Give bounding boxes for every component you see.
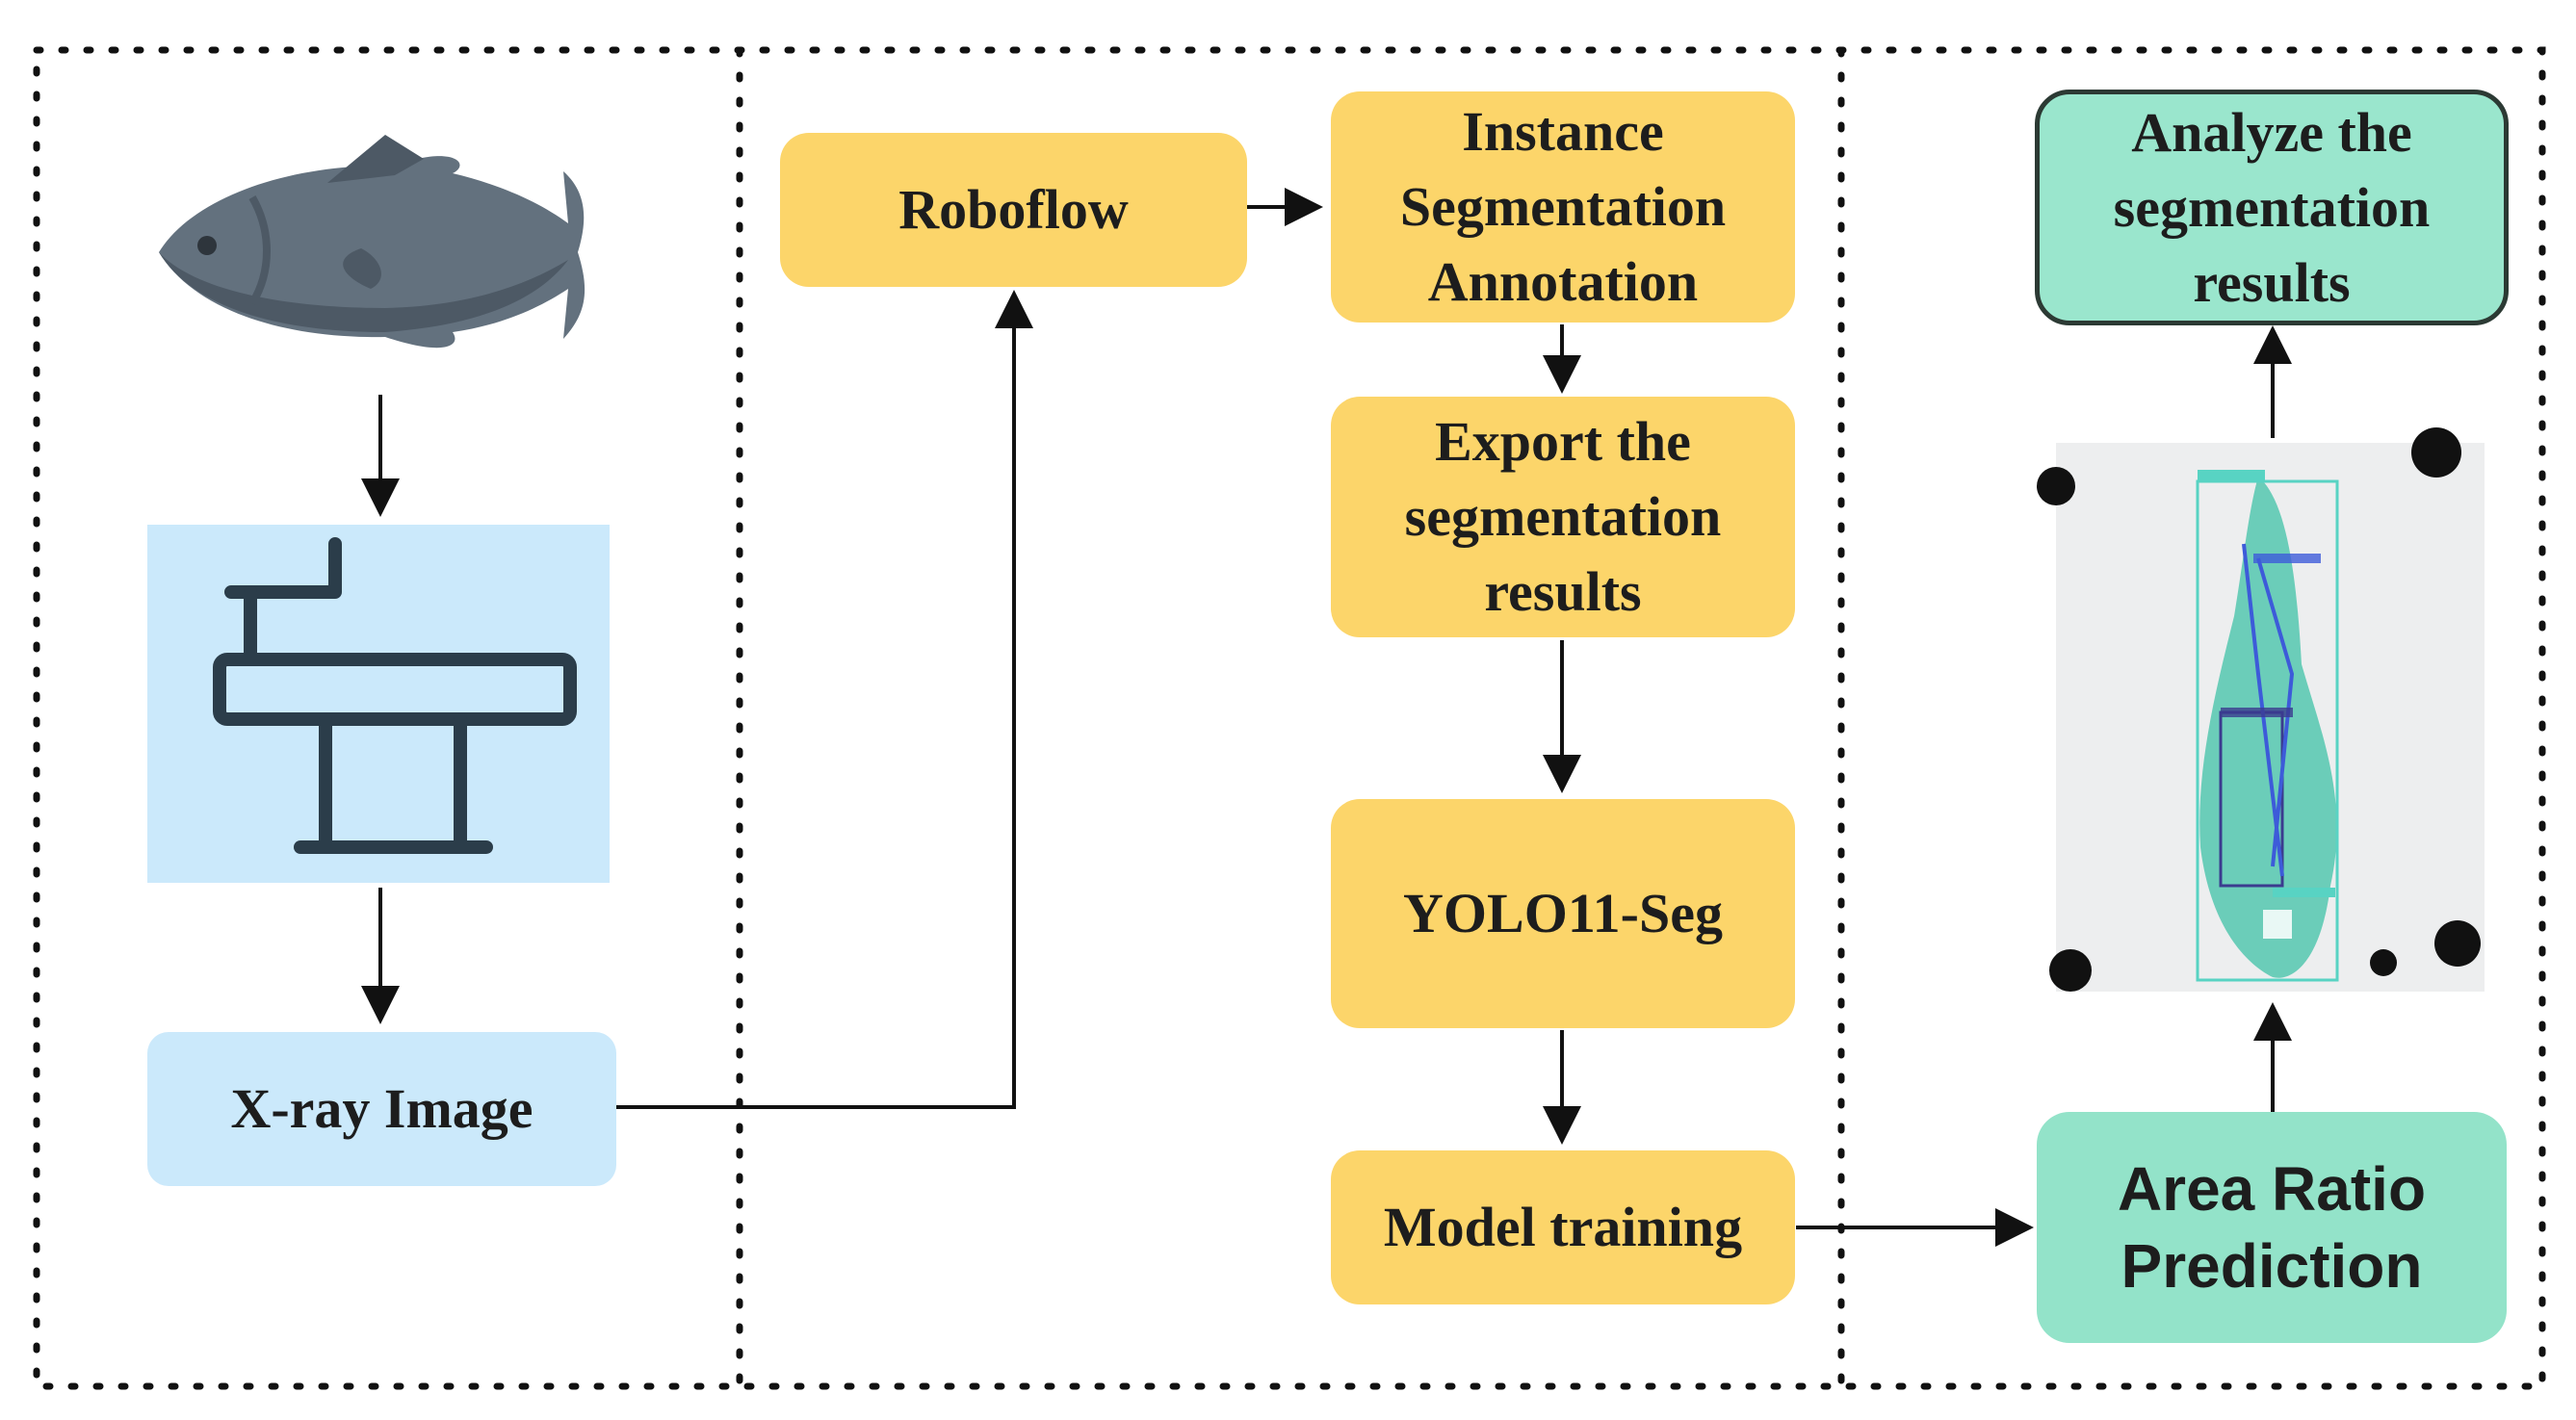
xray-machine-icon [147, 525, 610, 883]
node-xray-image: X-ray Image [147, 1032, 616, 1186]
node-yolo11-seg: YOLO11-Seg [1331, 799, 1795, 1028]
node-label: Area Ratio Prediction [2117, 1154, 2427, 1301]
node-label: X-ray Image [230, 1077, 533, 1140]
node-label: Model training [1383, 1196, 1743, 1258]
node-model-training: Model training [1331, 1150, 1795, 1304]
node-label: Roboflow [898, 178, 1129, 241]
node-label: Analyze the segmentation results [2113, 100, 2431, 314]
dotted-region-borders [33, 46, 2546, 1390]
node-roboflow: Roboflow [780, 133, 1247, 287]
arrow-xray-to-roboflow [616, 290, 1033, 1109]
node-analyze-segmentation-results: Analyze the segmentation results [2035, 90, 2509, 325]
node-area-ratio-prediction: Area Ratio Prediction [2037, 1112, 2507, 1343]
node-label: Instance Segmentation Annotation [1399, 100, 1727, 313]
fish-icon [159, 135, 585, 349]
node-instance-segmentation-annotation: Instance Segmentation Annotation [1331, 91, 1795, 323]
segmentation-result-image [2037, 427, 2485, 992]
node-label: YOLO11-Seg [1403, 882, 1723, 944]
node-label: Export the segmentation results [1404, 410, 1722, 623]
node-export-segmentation-results: Export the segmentation results [1331, 397, 1795, 637]
arrows [361, 188, 2292, 1247]
